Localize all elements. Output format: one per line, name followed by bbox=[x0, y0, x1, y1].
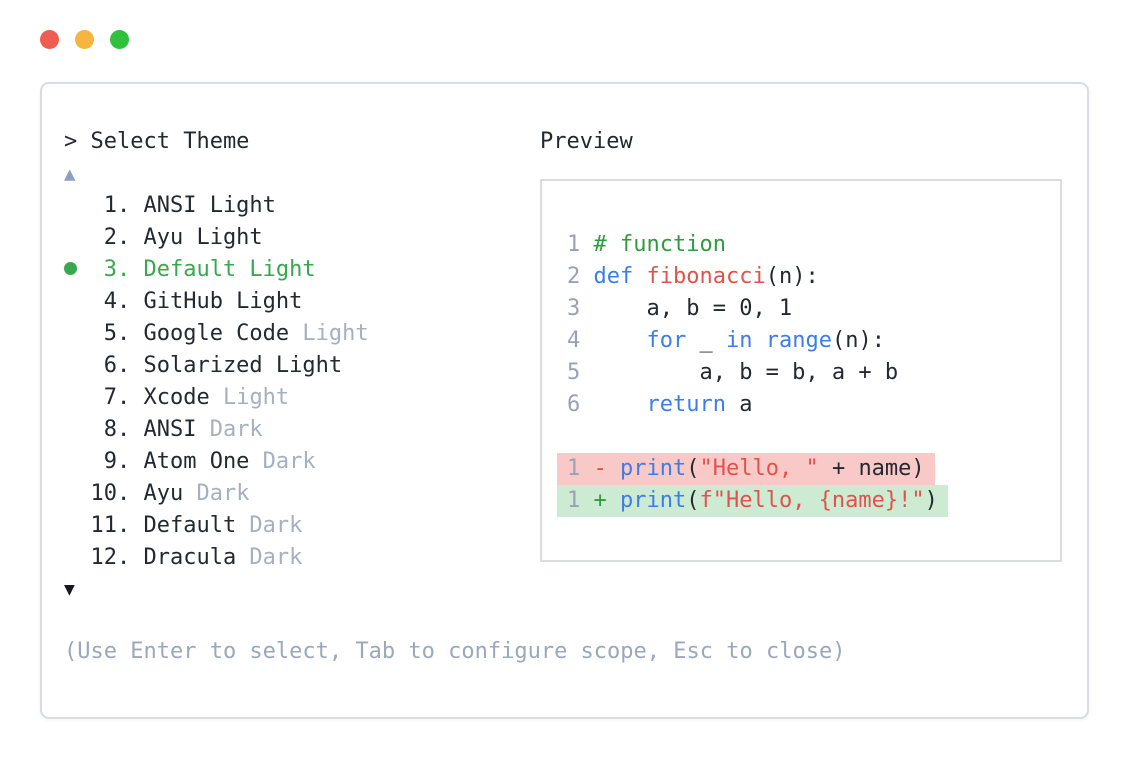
zoom-button[interactable] bbox=[110, 30, 129, 49]
code-lines: 1 # function 2 def fibonacci(n): 3 a, b = … bbox=[557, 229, 1060, 517]
theme-item-ansi-light[interactable]: 1. ANSI Light bbox=[103, 193, 276, 218]
theme-item-google-code-light[interactable]: 5. Google Code Light bbox=[103, 321, 369, 346]
minimize-button[interactable] bbox=[75, 30, 94, 49]
theme-item-xcode-light[interactable]: 7. Xcode Light bbox=[103, 385, 290, 410]
theme-item-github-light[interactable]: 4. GitHub Light bbox=[103, 289, 303, 314]
keyboard-hint: (Use Enter to select, Tab to configure s… bbox=[64, 639, 846, 664]
preview-title: Preview bbox=[540, 129, 633, 154]
theme-item-default-light[interactable]: 3. Default Light bbox=[64, 254, 540, 286]
preview-column: Preview 1 # function 2 def fibonacci(n): 3… bbox=[540, 126, 1064, 668]
theme-list-column: > Select Theme ▲ 1. ANSI Light 2. Ayu Lig… bbox=[64, 126, 846, 668]
code-line: 6 return a bbox=[567, 392, 753, 417]
diff-line-added: 1 + print(f"Hello, {name}!") bbox=[557, 485, 1060, 517]
selected-dot-icon bbox=[64, 262, 77, 275]
diff-line-removed: 1 - print("Hello, " + name) bbox=[557, 453, 1060, 485]
code-line: 5 a, b = b, a + b bbox=[567, 360, 899, 385]
close-button[interactable] bbox=[40, 30, 59, 49]
theme-item-dracula-dark[interactable]: 12. Dracula Dark bbox=[90, 545, 303, 570]
code-line: 2 def fibonacci(n): bbox=[567, 264, 819, 289]
code-line: 4 for _ in range(n): bbox=[567, 328, 885, 353]
theme-item-ayu-light[interactable]: 2. Ayu Light bbox=[103, 225, 263, 250]
scroll-down-icon[interactable]: ▼ bbox=[64, 579, 75, 600]
window-controls bbox=[40, 30, 129, 49]
code-line bbox=[567, 421, 1060, 453]
select-theme-prompt: > Select Theme bbox=[64, 129, 250, 154]
theme-picker-panel: > Select Theme ▲ 1. ANSI Light 2. Ayu Lig… bbox=[40, 82, 1089, 719]
code-line: 3 a, b = 0, 1 bbox=[567, 296, 793, 321]
scroll-up-icon[interactable]: ▲ bbox=[64, 163, 76, 185]
theme-item-ansi-dark[interactable]: 8. ANSI Dark bbox=[103, 417, 263, 442]
panel-columns: > Select Theme ▲ 1. ANSI Light 2. Ayu Lig… bbox=[64, 126, 1065, 668]
theme-item-ayu-dark[interactable]: 10. Ayu Dark bbox=[90, 481, 250, 506]
code-line: 1 # function bbox=[567, 232, 726, 257]
theme-list: 1. ANSI Light 2. Ayu Light 3. Default Ligh… bbox=[64, 190, 540, 574]
preview-code-box: 1 # function 2 def fibonacci(n): 3 a, b = … bbox=[540, 179, 1062, 562]
theme-item-default-dark[interactable]: 11. Default Dark bbox=[90, 513, 303, 538]
theme-item-atom-one-dark[interactable]: 9. Atom One Dark bbox=[103, 449, 316, 474]
theme-item-solarized-light[interactable]: 6. Solarized Light bbox=[103, 353, 343, 378]
